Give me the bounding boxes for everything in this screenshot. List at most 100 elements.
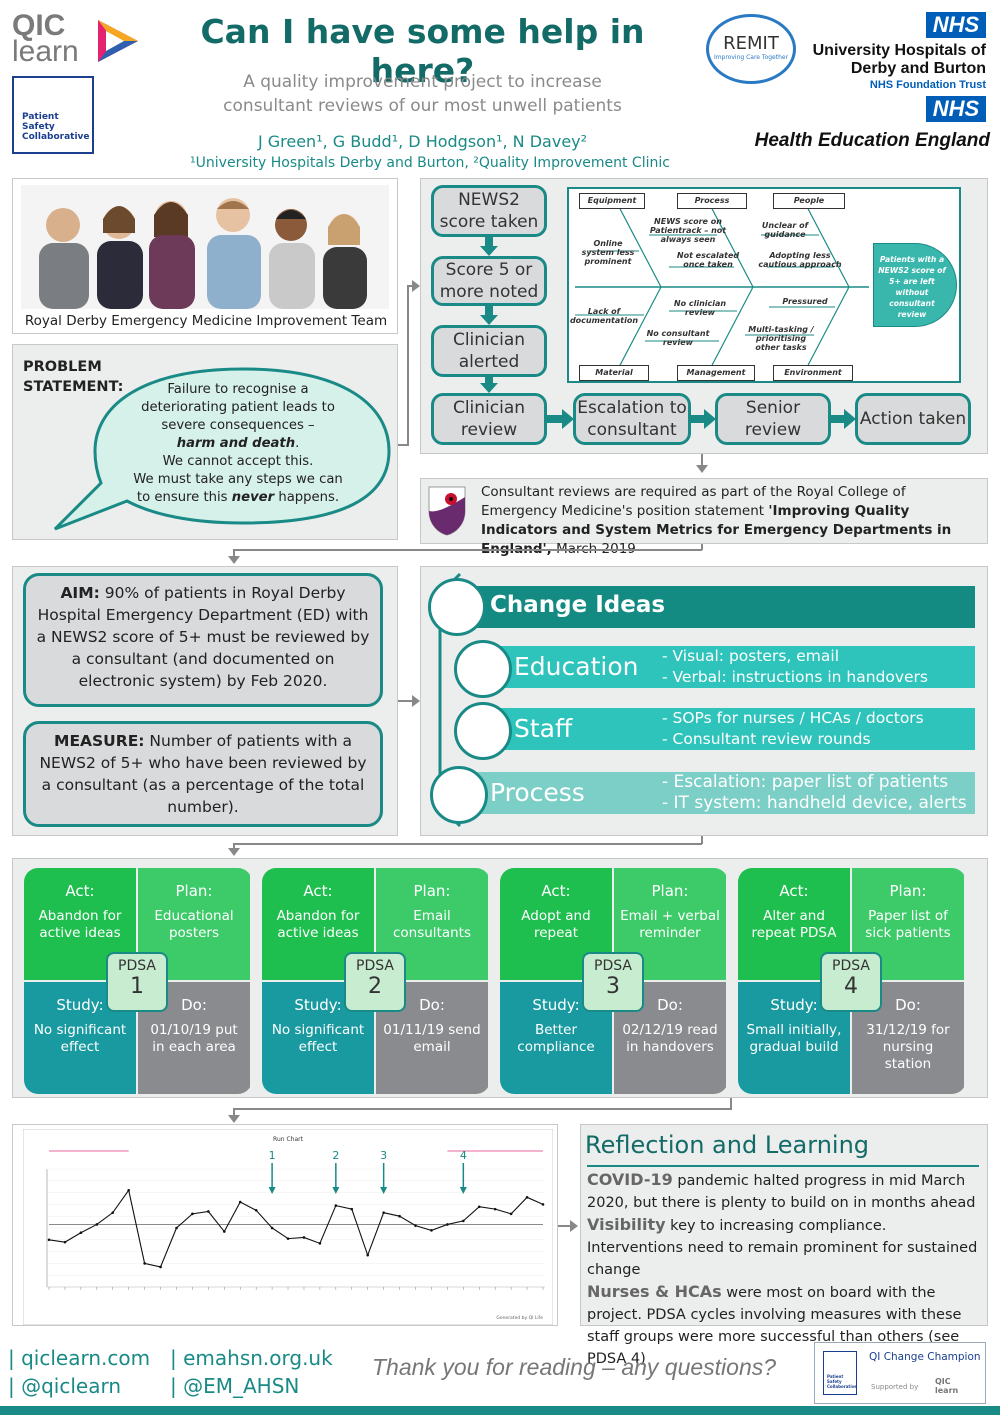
pdsa-plan-text: Paper list of sick patients <box>865 908 951 941</box>
problem-punct: . <box>295 436 300 451</box>
pdsa-act-text: Alter and repeat PDSA <box>751 908 837 941</box>
chart-data-point <box>238 1200 242 1204</box>
pdsa-study-quadrant: Study:No significant effect <box>262 982 374 1094</box>
chart-data-point <box>191 1212 194 1216</box>
pdsa-plan-heading: Plan: <box>889 882 927 900</box>
pdsa-label-text: PDSA <box>594 958 632 974</box>
fishbone-cause: Unclear of guidance <box>761 221 809 239</box>
pdsa-do-text: 01/11/19 send email <box>383 1022 481 1055</box>
pdsa-study-text: No significant effect <box>271 1022 365 1055</box>
chart-data-point <box>430 1229 433 1232</box>
pdsa-plan-text: Email + verbal reminder <box>620 908 720 941</box>
team-caption: Royal Derby Emergency Medicine Improveme… <box>24 313 388 329</box>
problem-emphasis: harm and death <box>176 436 296 451</box>
pdsa-study-heading: Study: <box>770 996 818 1014</box>
fishbone-cause: NEWS score on Patientrack – not always s… <box>649 217 727 244</box>
qi-champion-badge: Patient Safety Collaborative QI Change C… <box>814 1342 986 1404</box>
pdsa-plan-heading: Plan: <box>651 882 689 900</box>
rcem-crest-icon <box>428 486 466 536</box>
pdsa-study-text: No significant effect <box>33 1022 127 1055</box>
pdsa-plan-quadrant: Plan: Email + verbal reminder <box>614 868 726 980</box>
problem-text: Failure to recognise a deteriorating pat… <box>123 381 353 507</box>
chart-data-point <box>47 1238 51 1242</box>
education-item: - Verbal: instructions in handovers <box>662 668 928 686</box>
authors: J Green¹, G Budd¹, D Hodgson¹, N Davey² <box>257 132 588 151</box>
pdsa-act-text: Abandon for active ideas <box>38 908 122 941</box>
problem-line: Failure to recognise a <box>167 382 309 397</box>
aim-label: AIM: <box>60 584 100 602</box>
reflection-text: key to increasing compliance. Interventi… <box>587 1218 978 1278</box>
fishbone-problem: Patients with a NEWS2 score of 5+ are le… <box>873 243 957 327</box>
link-emahsn-web[interactable]: | emahsn.org.uk <box>170 1346 333 1370</box>
fishbone-category-process: Process <box>677 193 747 209</box>
fishbone-cause: Multi-tasking / prioritising other tasks <box>748 325 814 352</box>
team-photo <box>21 185 389 309</box>
chart-data-point <box>462 1219 465 1223</box>
fishbone-cause: Lack of documentation <box>569 307 639 325</box>
education-bar <box>480 646 975 688</box>
chart-annotation-arrowhead <box>332 1187 340 1194</box>
pdsa-act-heading: Act: <box>779 882 809 900</box>
pdsa-plan-heading: Plan: <box>413 882 451 900</box>
chart-data-point <box>270 1226 274 1230</box>
pdsa-do-heading: Do: <box>657 996 683 1014</box>
pdsa-study-heading: Study: <box>56 996 104 1014</box>
chart-footer: Generated by QI Life <box>496 1315 543 1321</box>
pdsa-do-heading: Do: <box>181 996 207 1014</box>
pdsa-label-text: PDSA <box>832 958 870 974</box>
fishbone-cause: No clinician review <box>673 299 727 317</box>
pdsa-act-heading: Act: <box>541 882 571 900</box>
link-qiclearn-web[interactable]: | qiclearn.com <box>8 1346 151 1370</box>
chart-data-point <box>222 1230 226 1233</box>
flow-step-news2: NEWS2 score taken <box>431 185 547 237</box>
footer-links-left: | qiclearn.com | @qiclearn <box>8 1344 150 1400</box>
problem-line: severe consequences – <box>161 418 315 433</box>
rcem-statement-title: 'Improving Quality Indicators and System… <box>481 503 952 557</box>
chart-data-point <box>302 1236 306 1239</box>
fishbone-category-people: People <box>773 193 845 209</box>
chart-data-point <box>111 1211 115 1214</box>
trust-line: NHS Foundation Trust <box>869 79 986 91</box>
affiliations: ¹University Hospitals Derby and Burton, … <box>190 155 670 171</box>
pdsa-act-text: Adopt and repeat <box>521 908 591 941</box>
subtitle-line: consultant reviews of our most unwell pa… <box>223 96 622 116</box>
pdsa-number: 1 <box>130 974 144 999</box>
fishbone-cause: Online system less prominent <box>581 239 635 266</box>
reflection-point: COVID-19 pandemic halted progress in mid… <box>587 1169 983 1214</box>
trust-name: University Hospitals of Derby and Burton… <box>780 42 986 92</box>
chart-data-point <box>477 1205 481 1209</box>
fishbone-category-material: Material <box>579 365 649 381</box>
reflection-keyword: COVID-19 <box>587 1170 673 1189</box>
chart-data-point <box>286 1237 290 1240</box>
pdsa-do-quadrant: Do: 02/12/19 read in handovers <box>614 982 726 1094</box>
pdsa-do-text: 01/10/19 put in each area <box>150 1022 238 1055</box>
education-circle <box>454 640 512 698</box>
aim-text: 90% of patients in Royal Derby Hospital … <box>36 584 370 690</box>
pdsa-act-quadrant: Act: Alter and repeat PDSA <box>738 868 850 980</box>
process-title: Process <box>490 778 585 807</box>
staff-bar <box>480 708 975 750</box>
aim-box: AIM: 90% of patients in Royal Derby Hosp… <box>23 573 383 707</box>
chart-data-point <box>509 1212 513 1216</box>
problem-emphasis: never <box>231 490 275 505</box>
link-qiclearn-twitter[interactable]: | @qiclearn <box>8 1374 122 1398</box>
remit-label: REMIT <box>723 33 779 54</box>
pdsa-plan-text: Educational posters <box>154 908 234 941</box>
chart-data-point <box>493 1207 497 1211</box>
psc-line: Safety <box>22 122 55 132</box>
chart-data-point <box>95 1223 99 1226</box>
chart-annotation-label: 4 <box>460 1149 467 1162</box>
pdsa-cycle: Act: Adopt and repeat Plan: Email + verbal … <box>500 868 728 1094</box>
flow-step-clinician-review: Clinician review <box>431 393 547 445</box>
fishbone-category-management: Management <box>677 365 755 381</box>
chart-annotation-label: 2 <box>332 1149 339 1162</box>
hee-name: Health Education England <box>754 130 990 151</box>
chart-data-point <box>79 1231 83 1235</box>
link-emahsn-twitter[interactable]: | @EM_AHSN <box>170 1374 300 1398</box>
measure-label: MEASURE: <box>54 732 145 750</box>
pdsa-do-text: 02/12/19 read in handovers <box>622 1022 718 1055</box>
chart-data-point <box>350 1207 354 1211</box>
chart-data-point <box>382 1211 385 1214</box>
